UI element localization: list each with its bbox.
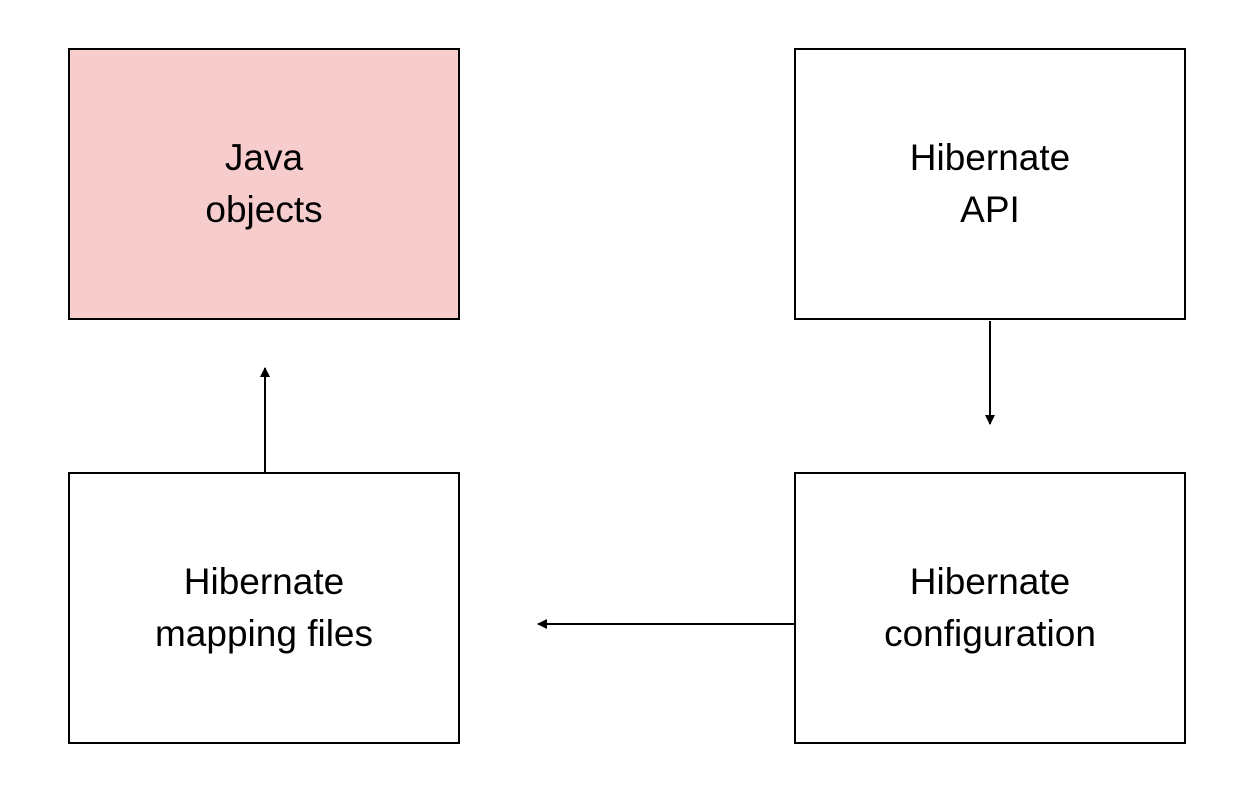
hibernate-api-label: Hibernate API (910, 132, 1070, 236)
hibernate-api-label-line2: API (960, 189, 1020, 230)
hibernate-mapping-files-label-line2: mapping files (154, 613, 373, 654)
hibernate-configuration-label: Hibernate configuration (884, 556, 1096, 660)
hibernate-mapping-files-label: Hibernate mapping files (155, 556, 373, 660)
hibernate-api-node: Hibernate API (794, 48, 1186, 320)
hibernate-configuration-node: Hibernate configuration (794, 472, 1186, 744)
java-objects-label: Java objects (205, 132, 322, 236)
java-objects-node: Java objects (68, 48, 460, 320)
hibernate-configuration-label-line1: Hibernate (909, 561, 1071, 602)
java-objects-label-line1: Java (224, 137, 304, 178)
hibernate-configuration-label-line2: configuration (884, 613, 1096, 654)
hibernate-mapping-files-node: Hibernate mapping files (68, 472, 460, 744)
hibernate-api-label-line1: Hibernate (909, 137, 1071, 178)
hibernate-mapping-files-label-line1: Hibernate (183, 561, 345, 602)
java-objects-label-line2: objects (205, 189, 323, 230)
